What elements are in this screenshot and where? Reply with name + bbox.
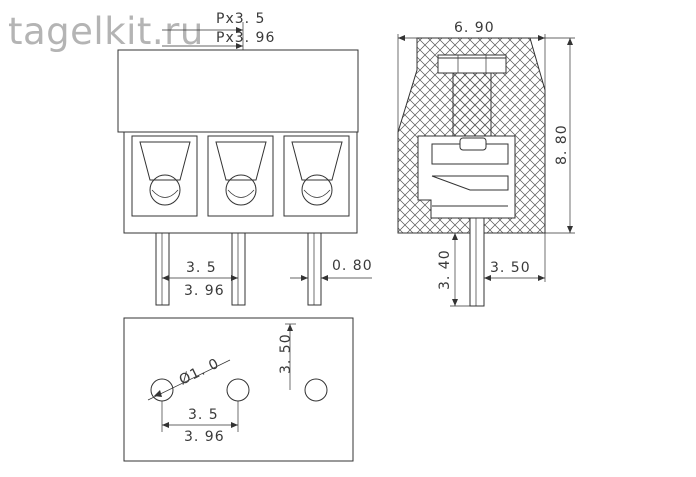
pin-pitch-1: 3. 5 <box>186 260 217 276</box>
side-pin <box>469 217 485 307</box>
screw-cavity <box>131 135 198 217</box>
pin-width-label: 0. 80 <box>332 258 373 274</box>
pitch-label-1: Px3. 5 <box>216 11 265 27</box>
hole-pitch-1: 3. 5 <box>188 407 219 423</box>
pcb-outline <box>123 317 354 462</box>
hole-pitch-2: 3. 96 <box>184 429 225 445</box>
pitch-label-2: Px3. 96 <box>216 30 275 46</box>
pin <box>231 232 246 306</box>
pin <box>307 232 322 306</box>
clamp-chamber <box>417 135 516 219</box>
pin <box>155 232 170 306</box>
front-top-body <box>117 49 359 133</box>
pcb-layout-view: Ø1. 0 3. 50 3. 5 3. 96 <box>123 317 354 462</box>
pin-pitch-2: 3. 96 <box>184 283 225 299</box>
screw-cavity <box>207 135 274 217</box>
side-height-label: 8. 80 <box>554 124 570 165</box>
row-offset-label: 3. 50 <box>278 333 294 374</box>
front-lower-body <box>123 131 358 234</box>
side-width-label: 6. 90 <box>454 20 495 36</box>
screw-shank <box>452 72 492 139</box>
hole-diameter-label: Ø1. 0 <box>177 355 222 388</box>
pin-offset-label: 3. 50 <box>490 260 531 276</box>
front-view: Px3. 5 Px3. 96 3. 5 3. 96 0. 80 <box>117 11 373 306</box>
pcb-hole <box>226 378 250 402</box>
side-view: 6. 90 8. 80 3. 40 3. 50 <box>397 20 575 307</box>
pcb-hole <box>304 378 328 402</box>
pin-length-label: 3. 40 <box>437 249 453 290</box>
screw-cavity <box>283 135 350 217</box>
pcb-hole <box>150 378 174 402</box>
